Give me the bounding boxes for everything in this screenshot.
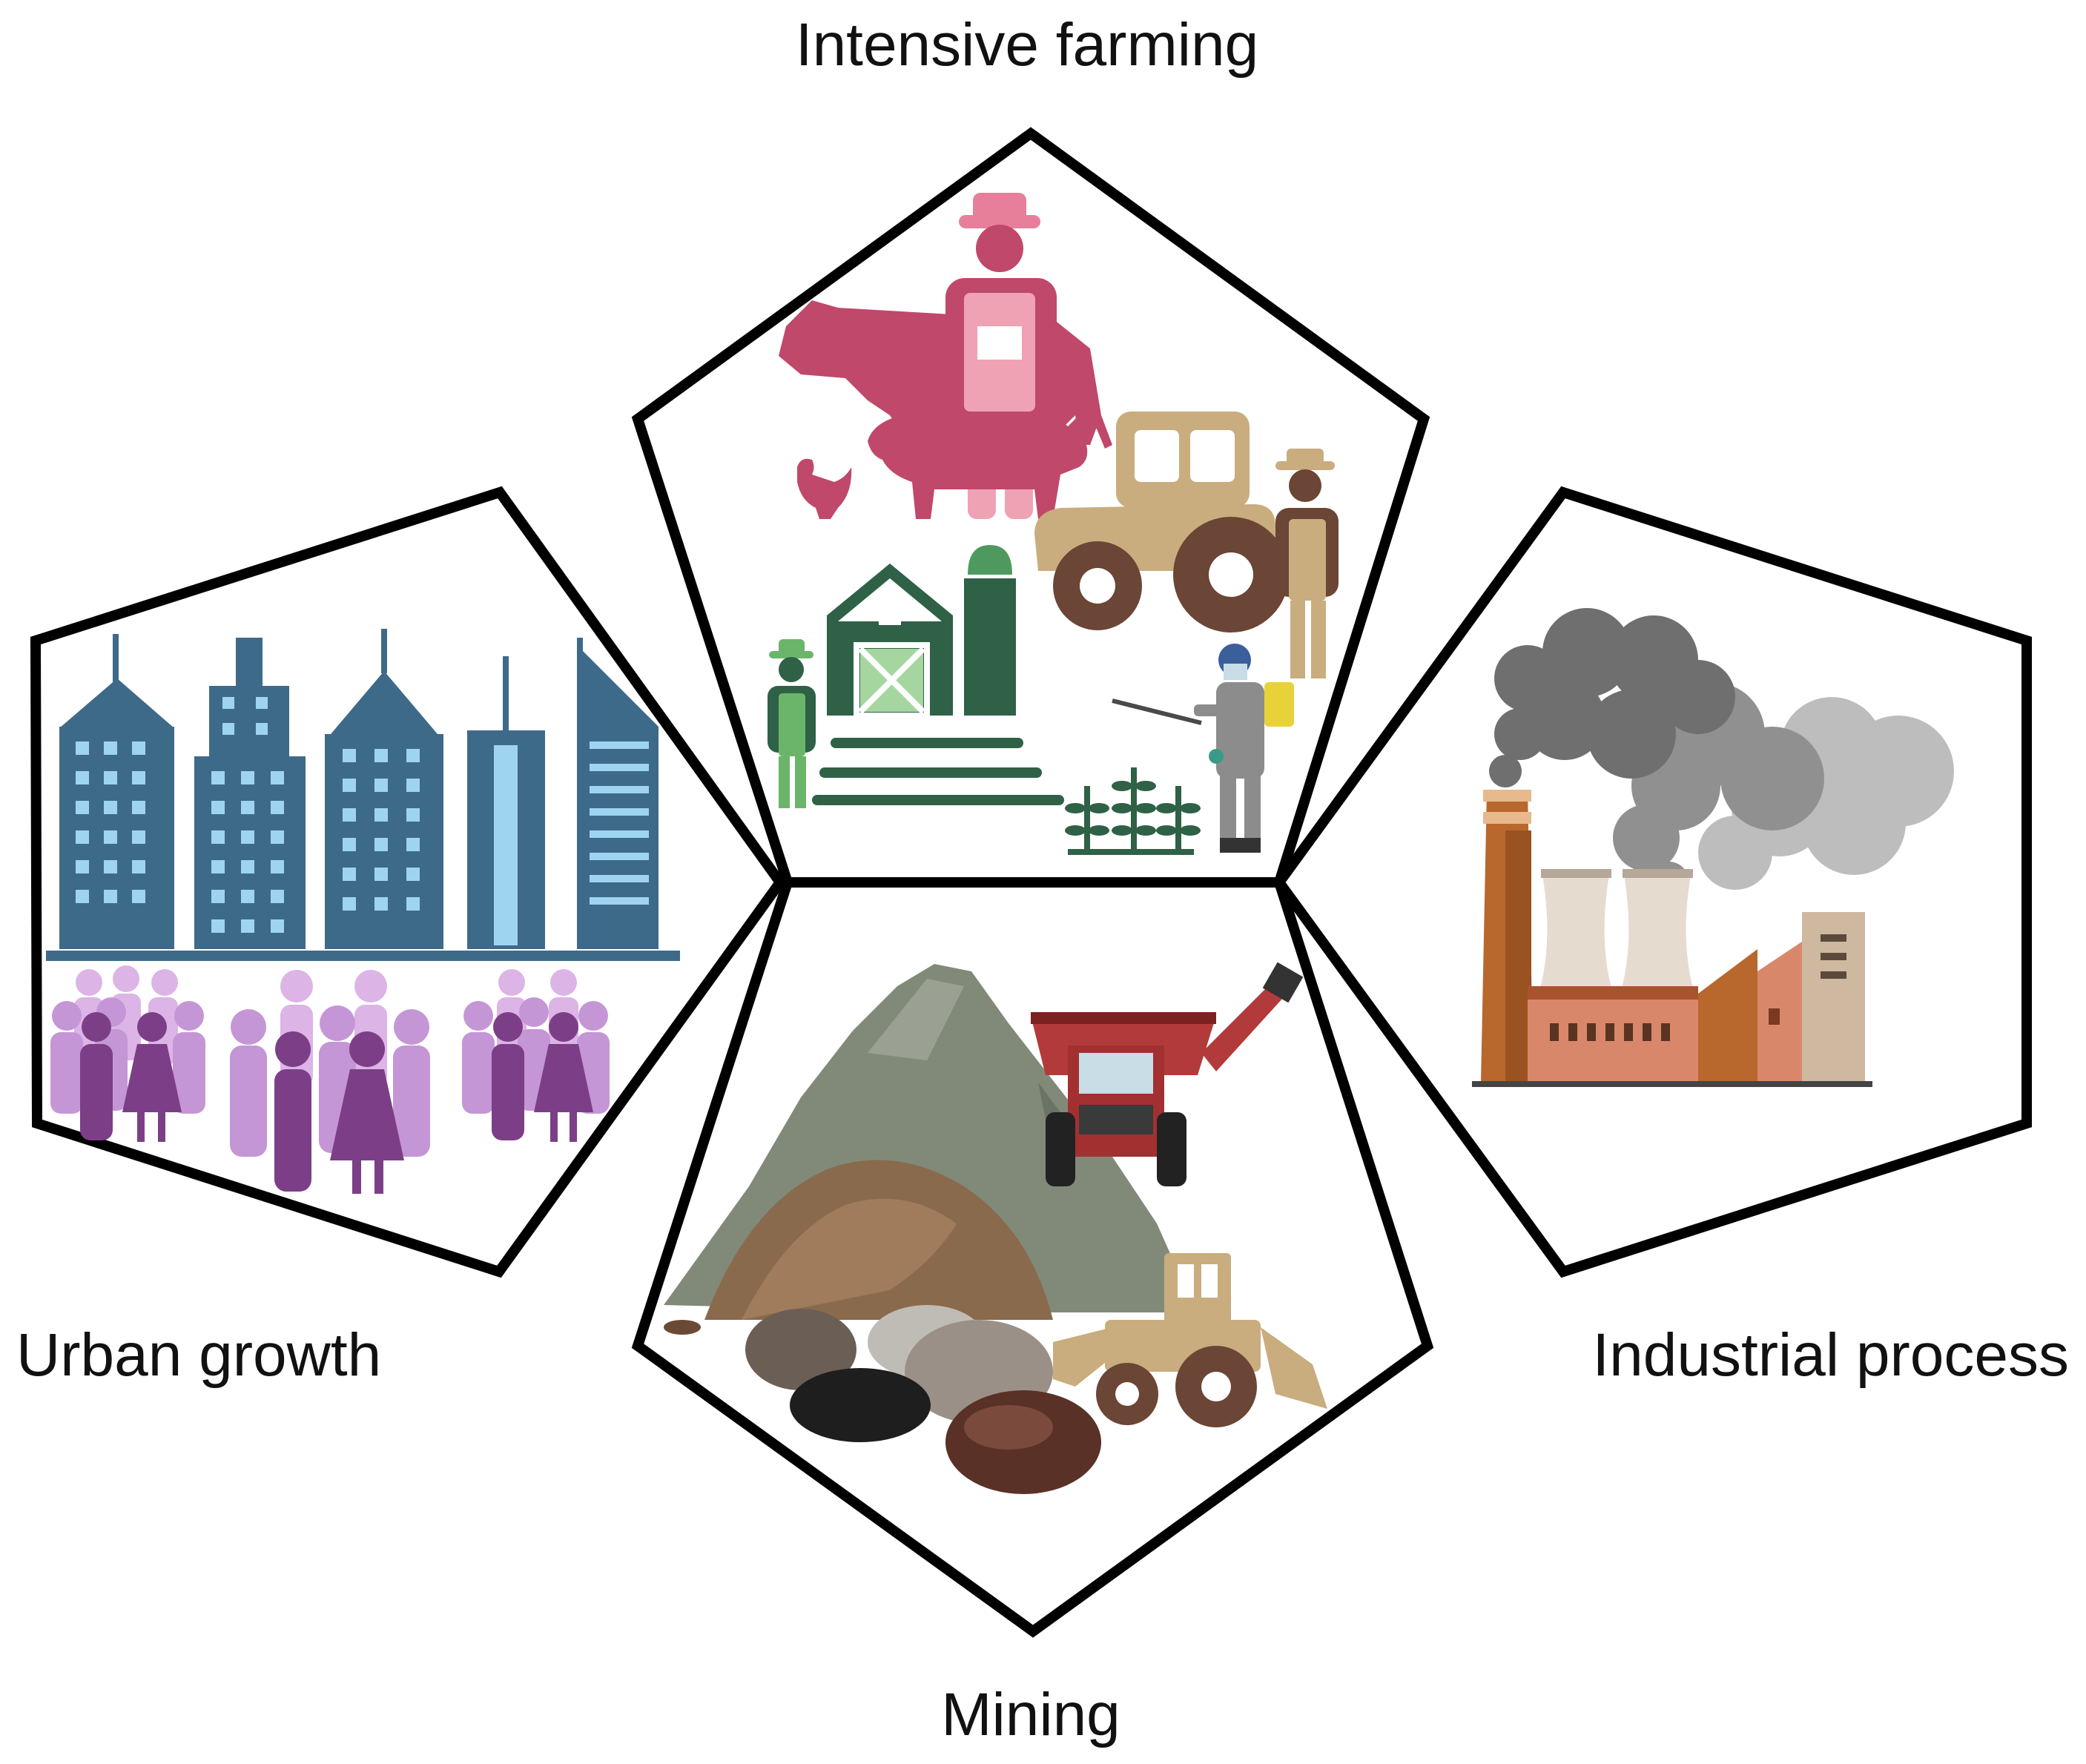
sprayer-worker-icon [1112, 644, 1294, 853]
label-industrial-process: Industrial process [1592, 1321, 2069, 1389]
crowd-icon [50, 965, 610, 1194]
farmer-2-icon [1275, 449, 1339, 678]
urban-growth-panel [30, 486, 787, 1278]
crop-icon [1065, 767, 1201, 855]
chicken-icon [797, 458, 852, 519]
worker-green-icon [768, 639, 816, 808]
industrial-process-panel [1273, 486, 2032, 1278]
cooling-tower-icon [1539, 869, 1694, 994]
tractor-icon [1034, 412, 1289, 632]
barn-icon [827, 564, 953, 719]
label-mining: Mining [941, 1681, 1120, 1748]
dump-truck-icon [1031, 962, 1304, 1186]
chimney-icon [1481, 790, 1534, 1083]
label-intensive-farming: Intensive farming [796, 11, 1258, 79]
factory-icon [1472, 790, 1872, 1087]
windows [76, 697, 649, 933]
field-rows [812, 738, 1064, 805]
ore-pile-icon [664, 1160, 1101, 1494]
smoke-icon [1489, 608, 1954, 903]
pig-icon [868, 412, 1088, 519]
silo-icon [964, 545, 1016, 716]
intensive-farming-panel [631, 127, 1430, 888]
loader-icon [1053, 1253, 1327, 1427]
mining-panel [631, 877, 1434, 1638]
label-urban-growth: Urban growth [16, 1321, 381, 1389]
